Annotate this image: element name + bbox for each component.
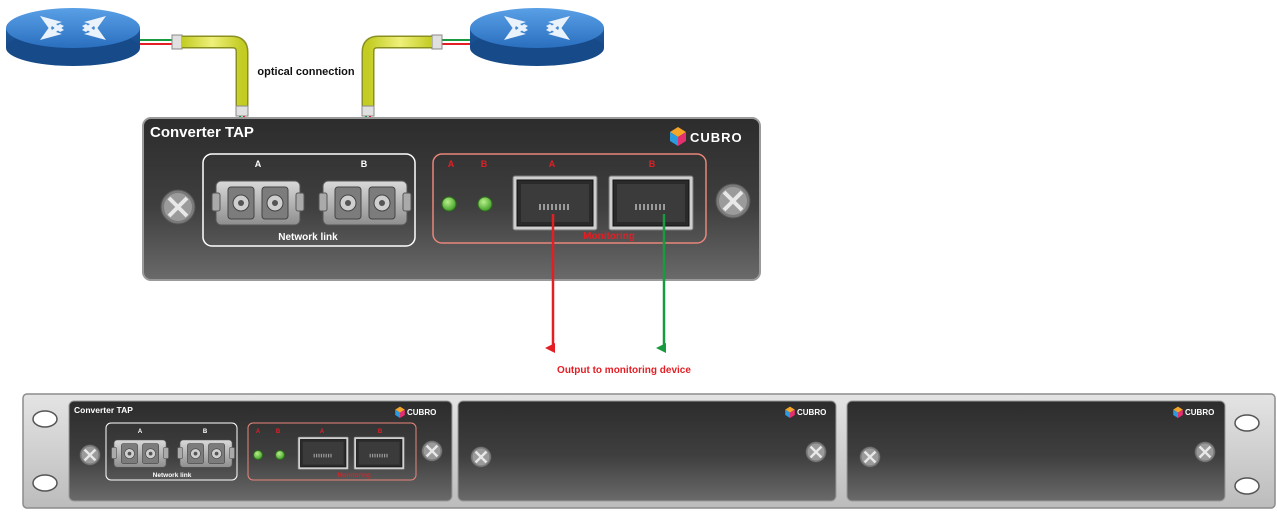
- port-a-label: A: [255, 159, 262, 169]
- screw-icon: [714, 182, 752, 220]
- slot1-monitoring-label: Monitoring: [337, 472, 371, 479]
- monitoring-group: A B A B Monitoring: [432, 153, 707, 244]
- monitoring-label: Monitoring: [583, 231, 635, 242]
- slot2-brand: CUBRO: [797, 408, 826, 417]
- led-indicator-icon: [253, 450, 263, 460]
- screw-icon: [78, 443, 102, 467]
- rj45-port-icon[interactable]: [512, 175, 598, 231]
- screw-icon: [159, 188, 197, 226]
- monitor-port-b-label: B: [649, 159, 656, 169]
- sc-fiber-port-icon[interactable]: [111, 439, 169, 468]
- rj45-port-icon[interactable]: [353, 436, 405, 470]
- cubro-logo: CUBRO: [670, 127, 743, 146]
- led-indicator-icon: [441, 196, 457, 212]
- module-title: Converter TAP: [150, 124, 254, 141]
- rack-mount-hole: [32, 474, 58, 492]
- rj45-port-icon[interactable]: [608, 175, 694, 231]
- router-left-icon: [6, 8, 140, 66]
- rj45-port-icon[interactable]: [297, 436, 349, 470]
- rack-mount-hole: [1234, 477, 1260, 495]
- brand-label: CUBRO: [690, 130, 743, 145]
- slot3-brand: CUBRO: [1185, 408, 1214, 417]
- screw-icon: [469, 445, 493, 469]
- rack-chassis: Converter TAP CUBRO A B Network link A B…: [22, 393, 1276, 509]
- led-a-label: A: [448, 159, 455, 169]
- rack-mount-hole: [1234, 414, 1260, 432]
- output-label: Output to monitoring device: [557, 365, 691, 376]
- led-indicator-icon: [275, 450, 285, 460]
- monitor-port-a-label: A: [549, 159, 556, 169]
- slot1-port-b-label: B: [203, 429, 208, 435]
- led-indicator-icon: [477, 196, 493, 212]
- sc-fiber-port-icon[interactable]: [211, 180, 305, 226]
- chassis-slot-2: CUBRO: [457, 400, 837, 502]
- screw-icon: [1193, 440, 1217, 464]
- sc-fiber-port-icon[interactable]: [177, 439, 235, 468]
- slot1-led-b-label: B: [276, 429, 281, 435]
- network-link-label: Network link: [278, 232, 338, 243]
- slot1-title: Converter TAP: [74, 405, 133, 415]
- slot1-led-a-label: A: [256, 429, 261, 435]
- port-b-label: B: [361, 159, 368, 169]
- slot1-port-a-label: A: [138, 429, 143, 435]
- slot1-brand: CUBRO: [407, 408, 436, 417]
- chassis-slot-1: Converter TAP CUBRO A B Network link A B…: [68, 400, 453, 502]
- screw-icon: [858, 445, 882, 469]
- output-arrows: [545, 214, 666, 353]
- slot1-mon-b-label: B: [378, 429, 383, 435]
- chassis-slot-3: CUBRO: [846, 400, 1226, 502]
- led-b-label: B: [481, 159, 488, 169]
- optical-connection-label: optical connection: [257, 66, 354, 78]
- slot1-network-link-label: Network link: [153, 472, 192, 479]
- converter-tap-module: Converter TAP CUBRO A B Network link A B…: [142, 117, 761, 281]
- optical-cable-left: [140, 34, 249, 124]
- router-right-icon: [470, 8, 604, 66]
- network-link-group: A B Network link: [202, 153, 416, 247]
- screw-icon: [804, 440, 828, 464]
- sc-fiber-port-icon[interactable]: [318, 180, 412, 226]
- screw-icon: [420, 439, 444, 463]
- rack-mount-hole: [32, 410, 58, 428]
- slot1-mon-a-label: A: [320, 429, 325, 435]
